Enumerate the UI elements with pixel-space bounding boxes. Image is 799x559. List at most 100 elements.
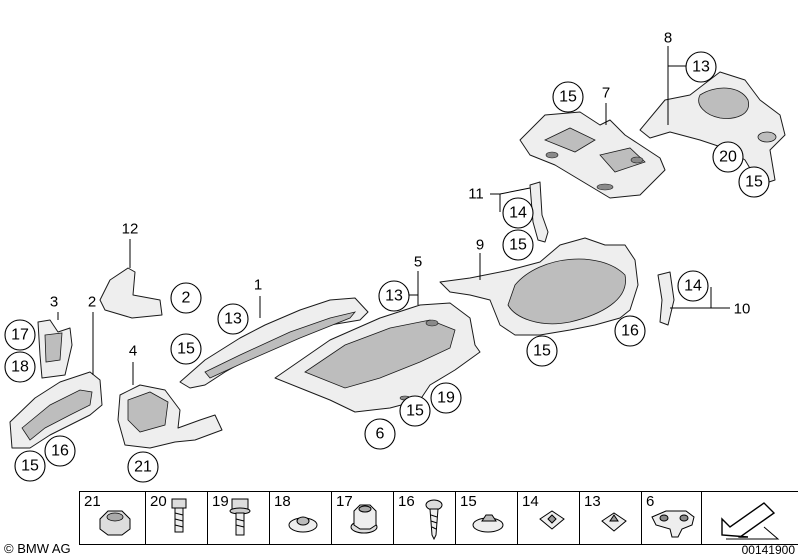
- legend-number: 21: [84, 493, 101, 510]
- label-2-lower[interactable]: 2: [88, 294, 96, 311]
- label-10[interactable]: 10: [734, 301, 751, 318]
- callout-21[interactable]: 21: [127, 451, 159, 483]
- legend-item-19[interactable]: 19: [207, 491, 270, 544]
- svg-text:12: 12: [122, 221, 139, 238]
- callout-2-upper[interactable]: 2: [170, 282, 202, 314]
- label-3[interactable]: 3: [50, 294, 58, 311]
- callout-16-right[interactable]: 16: [614, 315, 646, 347]
- callout-13-left[interactable]: 13: [217, 303, 249, 335]
- svg-text:4: 4: [129, 343, 137, 360]
- label-8[interactable]: 8: [664, 30, 672, 47]
- callout-14-mid[interactable]: 14: [502, 197, 534, 229]
- label-12[interactable]: 12: [122, 221, 139, 238]
- callout-15-lower-right[interactable]: 15: [526, 335, 558, 367]
- speed-nut-icon: [601, 512, 627, 532]
- spring-clip-icon: [539, 510, 565, 530]
- legend-item-6[interactable]: 6: [641, 491, 702, 544]
- svg-text:17: 17: [11, 327, 29, 344]
- svg-text:9: 9: [476, 237, 484, 254]
- part-10-bracket[interactable]: [657, 271, 675, 326]
- svg-text:7: 7: [602, 85, 610, 102]
- svg-text:5: 5: [414, 254, 422, 271]
- bolt-icon: [171, 498, 187, 533]
- part-2-heat-shield[interactable]: [9, 371, 103, 449]
- legend-number: 16: [398, 493, 415, 510]
- svg-text:13: 13: [224, 311, 242, 328]
- svg-text:15: 15: [559, 89, 577, 106]
- legend-item-13[interactable]: 13: [579, 491, 642, 544]
- callout-13-top[interactable]: 13: [685, 51, 717, 83]
- legend-number: 19: [212, 493, 229, 510]
- callout-19[interactable]: 19: [430, 382, 462, 414]
- svg-text:2: 2: [182, 290, 191, 307]
- part-4-heat-shield[interactable]: [117, 384, 223, 449]
- svg-text:13: 13: [692, 59, 710, 76]
- callout-17-left[interactable]: 17: [4, 319, 36, 351]
- legend-number: 17: [336, 493, 353, 510]
- svg-text:16: 16: [621, 323, 639, 340]
- next-page-arrow-icon[interactable]: [702, 491, 799, 544]
- callout-15-mid[interactable]: 15: [502, 229, 534, 261]
- callout-14-right[interactable]: 14: [677, 270, 709, 302]
- legend-item-17[interactable]: 17: [331, 491, 394, 544]
- callout-13-center[interactable]: 13: [378, 280, 410, 312]
- legend-item-18[interactable]: 18: [269, 491, 332, 544]
- label-1[interactable]: 1: [254, 277, 262, 294]
- legend-item-14[interactable]: 14: [517, 491, 580, 544]
- svg-text:15: 15: [745, 174, 763, 191]
- hardware-legend: 21 20 19 18 17: [79, 491, 798, 544]
- part-6-heat-shield[interactable]: [274, 302, 481, 413]
- copyright-text: © BMW AG: [4, 541, 71, 556]
- legend-item-21[interactable]: 21: [79, 491, 146, 544]
- svg-text:14: 14: [509, 205, 527, 222]
- legend-number: 20: [150, 493, 167, 510]
- svg-text:15: 15: [21, 458, 39, 475]
- part-11-bracket[interactable]: [529, 181, 549, 243]
- label-5[interactable]: 5: [414, 254, 422, 271]
- hex-nut-icon: [350, 504, 378, 534]
- document-number: 00141900: [741, 543, 795, 557]
- part-9-heat-shield[interactable]: [439, 237, 639, 336]
- callout-6[interactable]: 6: [364, 418, 396, 450]
- svg-text:10: 10: [734, 301, 751, 318]
- label-11[interactable]: 11: [468, 186, 484, 203]
- label-4[interactable]: 4: [129, 343, 137, 360]
- legend-arrow-cell: [701, 491, 799, 544]
- callout-18-left[interactable]: 18: [4, 351, 36, 383]
- svg-text:1: 1: [254, 277, 262, 294]
- label-9[interactable]: 9: [476, 237, 484, 254]
- svg-text:15: 15: [406, 403, 424, 420]
- svg-text:18: 18: [11, 359, 29, 376]
- legend-top-rule: [79, 491, 798, 492]
- legend-number: 15: [460, 493, 477, 510]
- svg-text:21: 21: [134, 459, 152, 476]
- legend-item-15[interactable]: 15: [455, 491, 518, 544]
- callout-15-right[interactable]: 15: [738, 166, 770, 198]
- svg-text:20: 20: [719, 149, 737, 166]
- callout-16-left[interactable]: 16: [44, 435, 76, 467]
- legend-item-16[interactable]: 16: [393, 491, 456, 544]
- part-12-bracket[interactable]: [99, 267, 163, 319]
- part-7-shield-plate[interactable]: [519, 111, 666, 199]
- svg-text:8: 8: [664, 30, 672, 47]
- part-3-bracket[interactable]: [37, 319, 73, 379]
- callout-20[interactable]: 20: [712, 141, 744, 173]
- svg-text:15: 15: [509, 237, 527, 254]
- svg-text:3: 3: [50, 294, 58, 311]
- svg-text:15: 15: [533, 343, 551, 360]
- legend-number: 13: [584, 493, 601, 510]
- legend-item-20[interactable]: 20: [145, 491, 208, 544]
- label-7[interactable]: 7: [602, 85, 610, 102]
- screw-icon: [425, 499, 443, 541]
- legend-number: 14: [522, 493, 539, 510]
- part-1-heat-shield[interactable]: [179, 297, 369, 389]
- callout-15-left-mid[interactable]: 15: [170, 333, 202, 365]
- svg-text:19: 19: [437, 390, 455, 407]
- callout-15-top[interactable]: 15: [552, 81, 584, 113]
- collar-bolt-icon: [229, 498, 251, 536]
- callout-15-left-bottom[interactable]: 15: [14, 450, 46, 482]
- part-8-heat-shield[interactable]: [639, 71, 786, 186]
- callout-15-center[interactable]: 15: [399, 395, 431, 427]
